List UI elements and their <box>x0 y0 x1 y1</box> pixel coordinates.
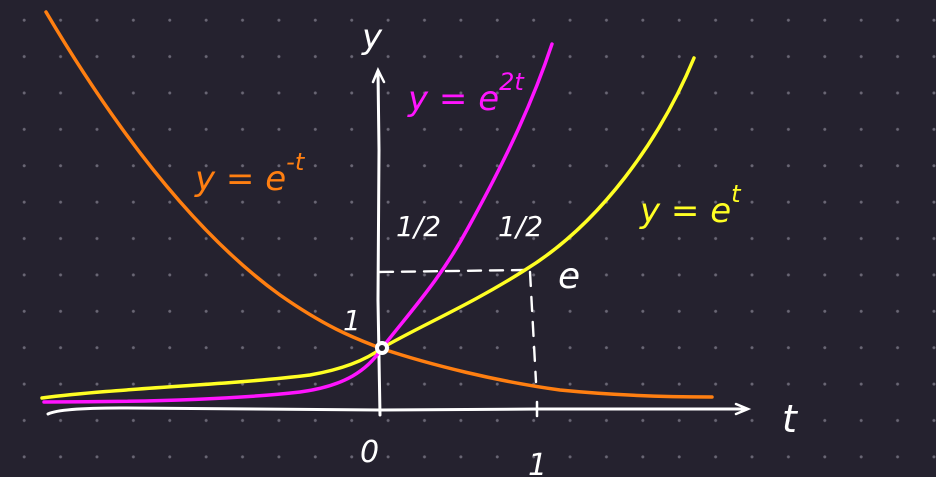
label-exp-t: y = et <box>639 180 742 231</box>
curve-exp-neg-t <box>44 10 714 399</box>
y-axis <box>376 70 382 417</box>
label-exp-2t: y = e2t <box>407 68 525 119</box>
slope-2t-label: 1/2 <box>396 210 441 243</box>
dashed-horizontal <box>378 268 527 274</box>
intersection-point-center <box>379 345 385 351</box>
one-tick-label: 1 <box>528 448 547 477</box>
t-axis <box>46 406 748 416</box>
origin-tick-label: 0 <box>360 435 379 470</box>
slope-t-label: 1/2 <box>498 210 543 243</box>
y-axis-label: y <box>361 17 383 57</box>
y-axis-arrow <box>371 66 386 84</box>
t-axis-arrow <box>734 402 752 416</box>
dashed-vertical <box>528 270 538 384</box>
e-value-label: e <box>558 256 580 297</box>
label-exp-neg-t: y = e-t <box>194 148 306 199</box>
one-value-label: 1 <box>343 304 361 337</box>
t-axis-label: t <box>782 397 799 441</box>
curve-exp-t <box>40 56 696 400</box>
